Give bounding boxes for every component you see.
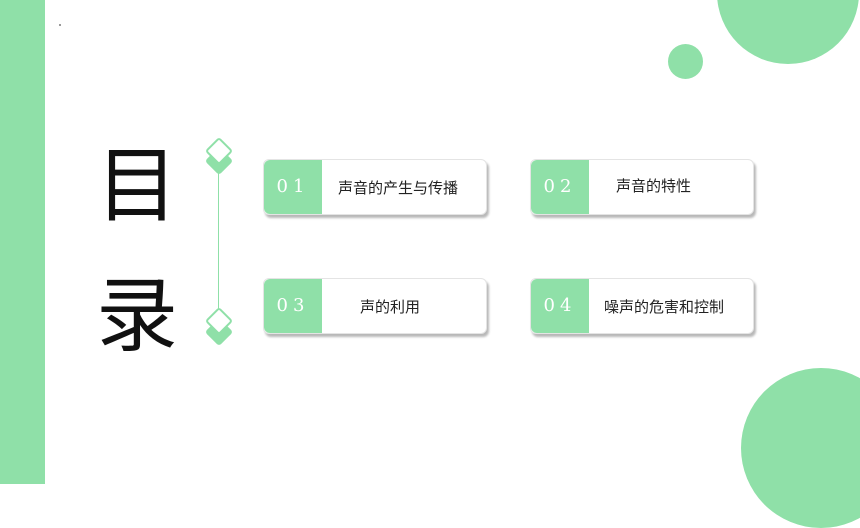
toc-item-4[interactable]: 04 噪声的危害和控制 bbox=[530, 278, 754, 334]
divider-line bbox=[218, 170, 219, 310]
left-accent-bar bbox=[0, 0, 45, 484]
decor-circle-bottom bbox=[741, 368, 860, 528]
toc-item-label: 声音的特性 bbox=[616, 177, 692, 195]
decor-circle-top-small bbox=[668, 44, 703, 79]
toc-item-3[interactable]: 03 声的利用 bbox=[263, 278, 487, 334]
toc-item-2[interactable]: 02 声音的特性 bbox=[530, 159, 754, 215]
toc-item-number: 01 bbox=[264, 160, 322, 214]
toc-item-label: 声的利用 bbox=[360, 298, 421, 316]
page-title-char-1: 目 bbox=[95, 139, 178, 234]
toc-item-1[interactable]: 01 声音的产生与传播 bbox=[263, 159, 487, 215]
toc-item-label: 噪声的危害和控制 bbox=[604, 298, 725, 316]
toc-item-number: 04 bbox=[531, 279, 589, 333]
decor-dot bbox=[59, 24, 61, 26]
toc-item-number: 02 bbox=[531, 160, 589, 214]
toc-item-label: 声音的产生与传播 bbox=[338, 179, 459, 197]
toc-item-number: 03 bbox=[264, 279, 322, 333]
page-title-char-2: 录 bbox=[95, 269, 178, 364]
decor-circle-top-large bbox=[717, 0, 859, 64]
